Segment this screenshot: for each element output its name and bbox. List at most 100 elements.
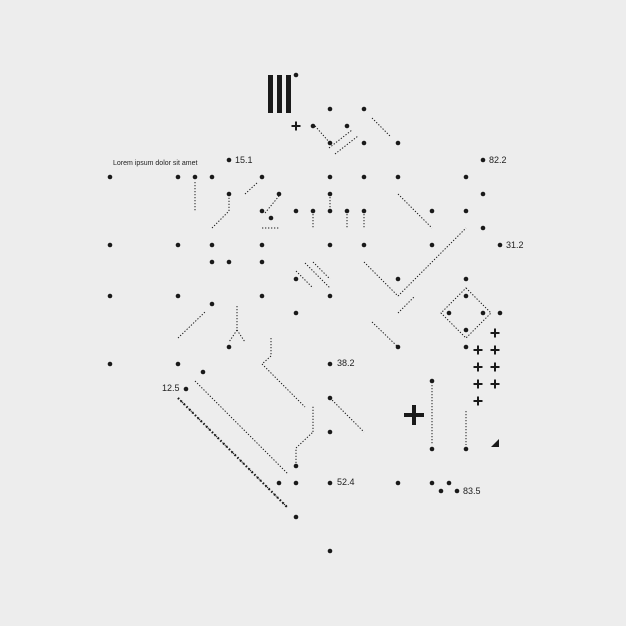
node-dot (480, 191, 486, 197)
node-dot (327, 480, 333, 486)
dashed-connector (194, 380, 289, 475)
node-dot (361, 106, 367, 112)
dashed-connector (228, 329, 238, 343)
node-dot (293, 208, 299, 214)
dashed-connector (177, 397, 289, 509)
node-dot (293, 72, 299, 78)
node-dot (480, 157, 486, 163)
node-dot (276, 480, 282, 486)
dashed-connector (371, 321, 399, 348)
node-dot (268, 215, 274, 221)
large-plus-icon (412, 405, 416, 425)
node-dot (107, 174, 113, 180)
node-dot (497, 310, 503, 316)
dashed-connector (295, 431, 314, 449)
node-dot (226, 191, 232, 197)
dashed-connector (312, 261, 331, 280)
node-dot (395, 174, 401, 180)
node-dot (344, 123, 350, 129)
node-dot (175, 242, 181, 248)
node-dot (226, 344, 232, 350)
node-dot (226, 157, 232, 163)
node-dot (361, 208, 367, 214)
node-dot (327, 293, 333, 299)
node-dot (497, 242, 503, 248)
node-dot (327, 548, 333, 554)
node-dot (192, 174, 198, 180)
dashed-connector (244, 181, 259, 195)
plus-icon (477, 379, 479, 389)
node-dot (209, 259, 215, 265)
node-dot (446, 310, 452, 316)
plus-icon (295, 121, 297, 131)
node-dot (480, 310, 486, 316)
plus-icon (477, 345, 479, 355)
label-38-2: 38.2 (337, 358, 355, 368)
node-dot (107, 293, 113, 299)
node-dot (429, 446, 435, 452)
node-dot (429, 378, 435, 384)
dashed-connector (334, 135, 359, 155)
node-dot (438, 488, 444, 494)
plus-icon (494, 379, 496, 389)
dashed-connector (397, 295, 416, 314)
dashed-connector (295, 270, 314, 289)
dashed-connector (211, 210, 230, 229)
plus-icon (477, 362, 479, 372)
node-dot (259, 293, 265, 299)
plus-icon (494, 328, 496, 338)
label-12-5: 12.5 (162, 383, 180, 393)
node-dot (463, 293, 469, 299)
node-dot (429, 480, 435, 486)
node-dot (395, 276, 401, 282)
caption-text: Lorem ipsum dolor sit amet (113, 160, 198, 167)
node-dot (327, 208, 333, 214)
dashed-connector (329, 397, 365, 433)
label-31-2: 31.2 (506, 240, 524, 250)
node-dot (259, 259, 265, 265)
node-dot (293, 514, 299, 520)
diamond-outline (440, 287, 492, 339)
node-dot (293, 310, 299, 316)
plus-icon (477, 396, 479, 406)
vertical-bar (268, 75, 273, 113)
label-82-2: 82.2 (489, 155, 507, 165)
dashed-connector (328, 129, 353, 149)
node-dot (463, 446, 469, 452)
label-52-4: 52.4 (337, 477, 355, 487)
node-dot (344, 208, 350, 214)
node-dot (361, 174, 367, 180)
node-dot (429, 242, 435, 248)
node-dot (175, 361, 181, 367)
dashed-connector (264, 195, 280, 214)
node-dot (361, 140, 367, 146)
node-dot (276, 191, 282, 197)
node-dot (107, 361, 113, 367)
node-dot (361, 242, 367, 248)
node-dot (327, 174, 333, 180)
node-dot (310, 208, 316, 214)
vertical-bar (277, 75, 282, 113)
node-dot (327, 242, 333, 248)
node-dot (327, 106, 333, 112)
node-dot (463, 174, 469, 180)
node-dot (259, 242, 265, 248)
dashed-connector (261, 363, 306, 408)
node-dot (429, 208, 435, 214)
node-dot (293, 276, 299, 282)
dashed-connector (397, 193, 433, 229)
node-dot (209, 301, 215, 307)
node-dot (209, 174, 215, 180)
node-dot (463, 276, 469, 282)
node-dot (293, 480, 299, 486)
node-dot (310, 123, 316, 129)
dashed-connector (261, 355, 272, 365)
node-dot (454, 488, 460, 494)
dashed-connector (397, 227, 467, 297)
node-dot (463, 208, 469, 214)
node-dot (259, 174, 265, 180)
node-dot (480, 225, 486, 231)
node-dot (175, 293, 181, 299)
node-dot (226, 259, 232, 265)
dashed-connector (236, 329, 246, 343)
